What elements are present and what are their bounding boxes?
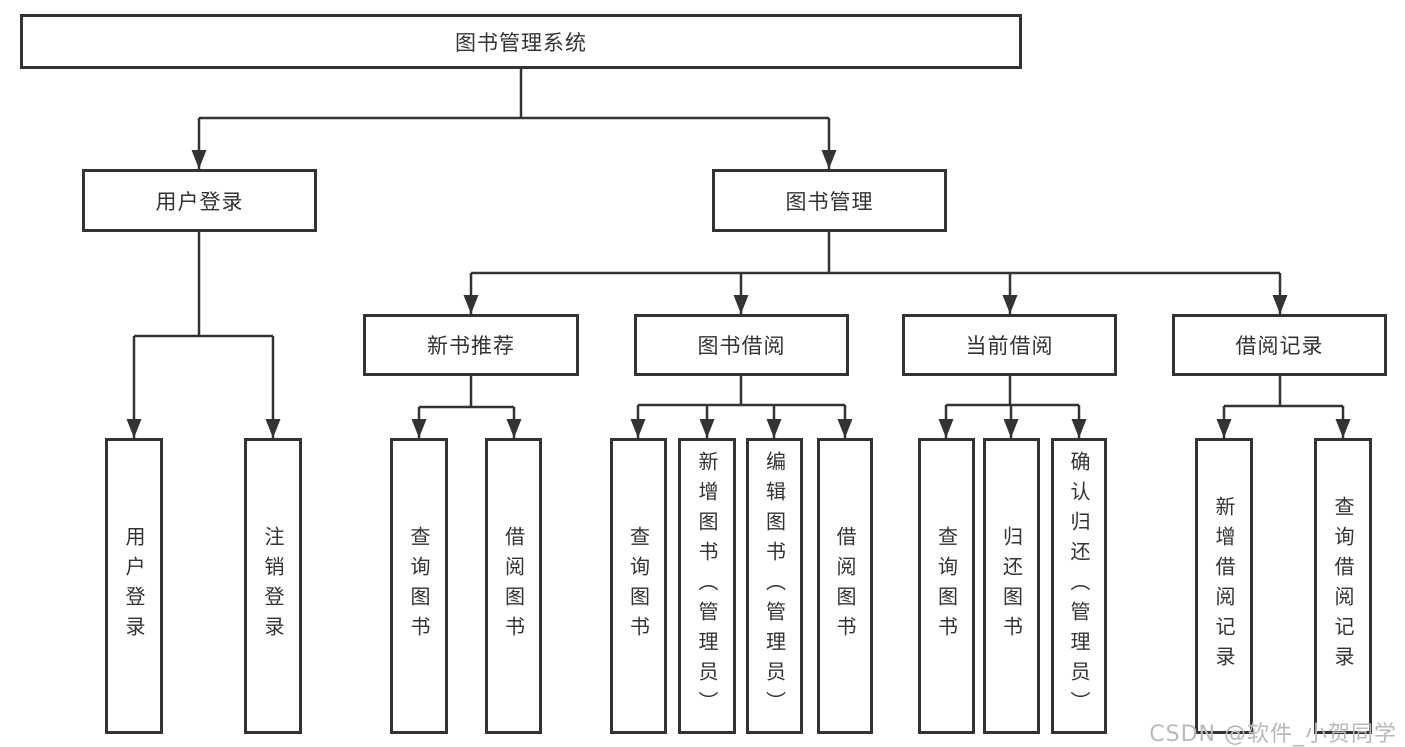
csdn-watermark: CSDN @软件_小贺同学: [1149, 722, 1397, 747]
node-leaf-edit-books-admin: 编辑图书（管理员）: [746, 438, 803, 734]
connector-user-login-children: [126, 232, 281, 438]
node-borrowing-records: 借阅记录: [1172, 314, 1387, 376]
node-leaf-query-books-rec: 查询图书: [390, 438, 448, 734]
node-root-library-system: 图书管理系统: [20, 14, 1022, 69]
node-leaf-return-books: 归还图书: [983, 438, 1040, 734]
node-leaf-user-login: 用户登录: [105, 438, 163, 734]
node-user-login: 用户登录: [82, 169, 317, 232]
connector-root-to-level2: [191, 67, 837, 169]
node-leaf-borrow-books: 借阅图书: [817, 438, 873, 734]
node-current-borrowing: 当前借阅: [902, 314, 1117, 376]
node-leaf-add-books-admin: 新增图书（管理员）: [678, 438, 736, 734]
node-leaf-borrow-books-rec: 借阅图书: [485, 438, 542, 734]
node-leaf-query-books-current: 查询图书: [918, 438, 975, 734]
node-leaf-query-books-borrow: 查询图书: [610, 438, 667, 734]
node-leaf-query-borrow-record: 查询借阅记录: [1314, 438, 1372, 734]
node-leaf-add-borrow-record: 新增借阅记录: [1195, 438, 1253, 734]
connector-current-borrow-children: [938, 376, 1087, 438]
node-book-borrowing: 图书借阅: [634, 314, 849, 376]
node-leaf-logout: 注销登录: [244, 438, 302, 734]
connector-book-mgmt-children: [463, 232, 1288, 314]
node-new-book-recommend: 新书推荐: [363, 314, 579, 376]
node-leaf-confirm-return-admin: 确认归还（管理员）: [1051, 438, 1107, 734]
connector-borrow-records-children: [1216, 376, 1351, 438]
node-book-management: 图书管理: [712, 169, 947, 232]
connector-new-book-rec-children: [411, 376, 522, 438]
connector-book-borrow-children: [630, 376, 853, 438]
